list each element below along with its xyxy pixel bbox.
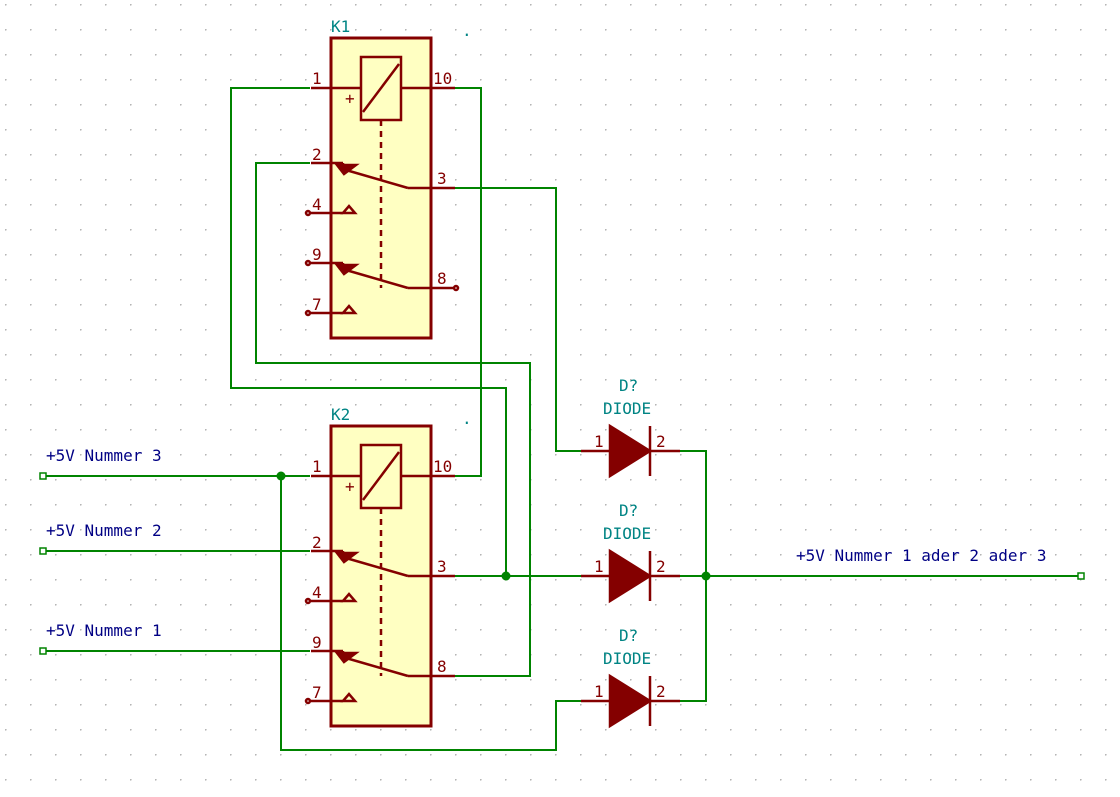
relay-k1-pin8-end [452, 284, 460, 292]
diode-2-triangle [608, 548, 653, 604]
relay-k1-pin7-end [304, 309, 312, 317]
diode-1-pin-label: 1 [594, 432, 604, 451]
relay-k2-pin-label: 4 [312, 583, 322, 602]
diode-2[interactable]: D? DIODE 1 2 [581, 501, 680, 604]
port-in2 [39, 547, 47, 555]
diode-2-pin-label: 1 [594, 557, 604, 576]
net-label-in2[interactable]: +5V Nummer 2 [46, 521, 162, 540]
diode-1[interactable]: D? DIODE 1 2 [581, 376, 680, 479]
port-in3 [39, 472, 47, 480]
relay-k2-pin-label: 3 [437, 557, 447, 576]
relay-k1-pin-label: 4 [312, 195, 322, 214]
net-label-in1[interactable]: +5V Nummer 1 [46, 621, 162, 640]
ports [39, 472, 1085, 655]
relay-k2-pin-label: 1 [312, 457, 322, 476]
relay-k1[interactable]: K1 . + 1 10 2 3 4 9 [304, 17, 472, 340]
relay-k2[interactable]: K2 . + 1 10 2 3 4 9 8 7 [304, 405, 472, 728]
wire-in3-to-diode3 [280, 476, 581, 751]
relay-k1-dot: . [462, 21, 472, 40]
relay-k2-pin-label: 9 [312, 633, 322, 652]
relay-k1-pin4-contact [340, 204, 358, 215]
relay-k1-pin-label: 9 [312, 245, 322, 264]
relay-k1-switch1-pivot [334, 163, 360, 176]
relay-k1-pin-label: 10 [433, 69, 452, 88]
diode-3-ref: D? [619, 626, 638, 645]
diode-2-ref: D? [619, 501, 638, 520]
relay-k2-plus: + [345, 477, 355, 496]
relay-k1-pin9-end [304, 259, 312, 267]
relay-k1-plus: + [345, 89, 355, 108]
net-labels: +5V Nummer 3 +5V Nummer 2 +5V Nummer 1 +… [46, 446, 1046, 640]
relay-k1-switch2-blade [338, 266, 409, 290]
diode-3[interactable]: D? DIODE 1 2 [581, 626, 680, 729]
wire-k1-pin10-to-k2-pin10 [455, 87, 482, 477]
relay-k1-switch1-blade [338, 166, 409, 190]
relay-k2-switch1-blade [338, 554, 409, 578]
relay-k1-coil-slash [362, 63, 400, 113]
relay-k1-pin-label: 7 [312, 295, 322, 314]
relay-k1-pin7-contact [340, 304, 358, 315]
relay-k2-ref: K2 [331, 405, 350, 424]
diode-1-ref: D? [619, 376, 638, 395]
relay-k1-pin4-end [304, 209, 312, 217]
relay-k2-switch1-pivot [334, 551, 360, 564]
wires [43, 87, 1081, 751]
port-out [1077, 572, 1085, 580]
junction-dot [701, 571, 711, 581]
diode-2-pin-label: 2 [656, 557, 666, 576]
port-in1 [39, 647, 47, 655]
net-label-out[interactable]: +5V Nummer 1 ader 2 ader 3 [796, 546, 1046, 565]
wire-k1-coil-to-k2-pin3 [230, 87, 507, 576]
relay-k2-pin-label: 7 [312, 683, 322, 702]
relay-k1-pin-label: 2 [312, 145, 322, 164]
relay-k2-pin7-end [304, 697, 312, 705]
relay-k1-switch2-pivot [334, 263, 360, 276]
junction-dot [276, 471, 286, 481]
relay-k2-pin4-end [304, 597, 312, 605]
relay-k2-pin-label: 10 [433, 457, 452, 476]
relay-k1-pin-label: 3 [437, 169, 447, 188]
relay-k2-pin-label: 2 [312, 533, 322, 552]
relay-k2-pin4-contact [340, 592, 358, 603]
relay-k2-switch2-blade [338, 654, 409, 678]
diode-2-value: DIODE [603, 524, 651, 543]
relay-k2-pin7-contact [340, 692, 358, 703]
relay-k2-dot: . [462, 409, 472, 428]
relay-k2-coil-slash [362, 451, 400, 501]
junctions [276, 471, 711, 581]
diode-3-value: DIODE [603, 649, 651, 668]
relay-k1-pin-label: 8 [437, 269, 447, 288]
diode-3-pin-label: 2 [656, 682, 666, 701]
relay-k2-switch2-pivot [334, 651, 360, 664]
diode-1-pin-label: 2 [656, 432, 666, 451]
wire-k1-pin2-to-k2-pin8 [255, 162, 531, 677]
relay-k1-pin-label: 1 [312, 69, 322, 88]
diode-3-pin-label: 1 [594, 682, 604, 701]
wire-k1-pin3-to-diode1 [455, 187, 581, 452]
diode-1-value: DIODE [603, 399, 651, 418]
relay-k2-pin-label: 8 [437, 657, 447, 676]
junction-dot [501, 571, 511, 581]
relay-k1-ref: K1 [331, 17, 350, 36]
diode-3-triangle [608, 673, 653, 729]
diode-1-triangle [608, 423, 653, 479]
net-label-in3[interactable]: +5V Nummer 3 [46, 446, 162, 465]
